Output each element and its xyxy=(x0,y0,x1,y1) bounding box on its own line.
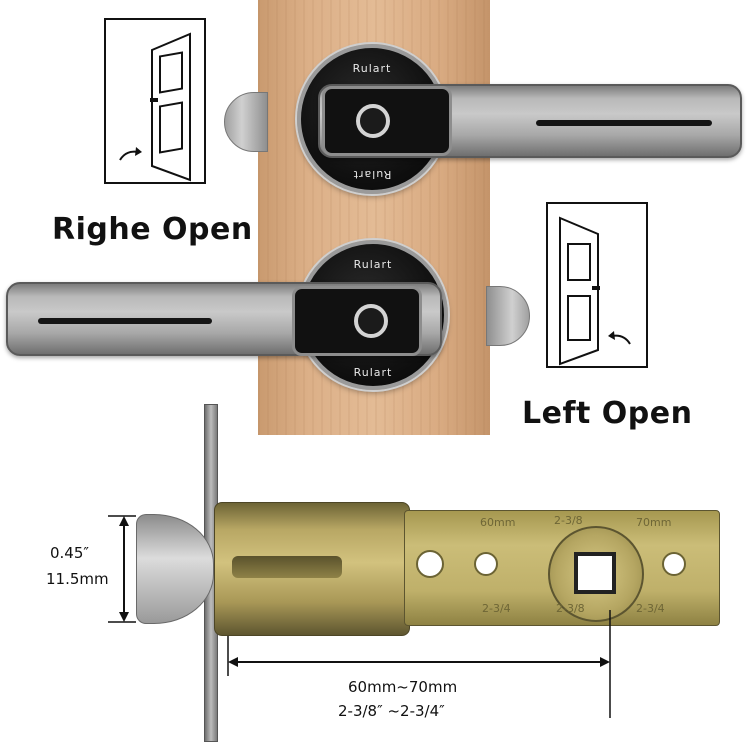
left-open-caption: Left Open xyxy=(522,396,693,431)
door-open-right-icon xyxy=(104,18,206,184)
mounting-hole-2 xyxy=(474,552,498,576)
brand-label-bottom-upper: Rulart xyxy=(353,258,393,271)
brand-label-top-upper: Rulart xyxy=(352,62,392,75)
bolt-height-mm: 11.5mm xyxy=(46,570,109,588)
plate-mark-right-bottom: 2-3/4 xyxy=(636,602,665,615)
lever-slot-top xyxy=(536,120,712,126)
backset-inches: 2-3/8″ ~2-3/4″ xyxy=(338,702,445,720)
plate-mark-center-bottom: 2-3/8 xyxy=(556,602,585,615)
spindle-square-hole xyxy=(574,552,616,594)
fingerprint-sensor-icon xyxy=(354,304,388,338)
plate-mark-right-top: 70mm xyxy=(636,516,672,529)
plate-mark-left-top: 60mm xyxy=(480,516,516,529)
mounting-hole-1 xyxy=(416,550,444,578)
brand-label-bottom-lower: Rulart xyxy=(353,366,393,379)
right-open-caption: Righe Open xyxy=(52,212,253,247)
backset-mm: 60mm~70mm xyxy=(348,678,458,696)
fingerprint-sensor-icon xyxy=(356,104,390,138)
latch-cylinder-slot xyxy=(232,556,342,578)
plate-mark-left-bottom: 2-3/4 xyxy=(482,602,511,615)
door-open-left-icon xyxy=(546,202,648,368)
plate-mark-center-top: 2-3/8 xyxy=(554,514,583,527)
bolt-height-inches: 0.45″ xyxy=(50,544,90,562)
mounting-hole-3 xyxy=(662,552,686,576)
lever-slot-bottom xyxy=(38,318,212,324)
